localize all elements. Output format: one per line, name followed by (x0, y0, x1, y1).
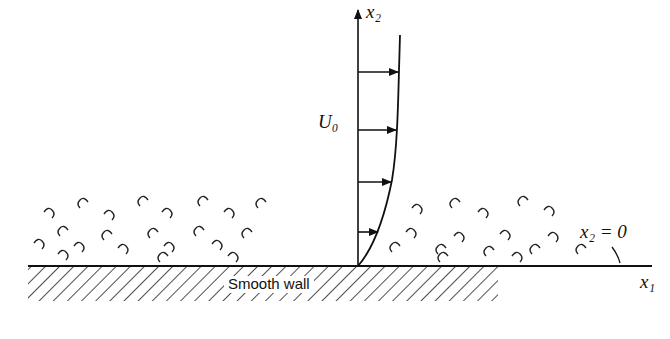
eddy (548, 232, 558, 242)
eddy (194, 226, 204, 236)
velocity-arrow (358, 181, 391, 183)
wall-label: Smooth wall (224, 276, 314, 293)
eddy (164, 242, 174, 252)
eddy (104, 210, 114, 220)
eddy (512, 252, 522, 262)
eddy (438, 252, 448, 262)
velocity-arrow (358, 231, 378, 233)
eddy (212, 240, 222, 250)
velocity-arrow (358, 129, 396, 131)
eddy (58, 250, 68, 260)
eddy (518, 196, 528, 206)
eddy (478, 208, 488, 218)
wall-line (28, 265, 652, 267)
eddy (44, 208, 54, 218)
eddy (406, 228, 416, 238)
eddy (454, 232, 464, 242)
eddy (256, 198, 266, 208)
eddy (450, 198, 460, 208)
eddy (102, 230, 112, 240)
eddy (148, 228, 158, 238)
eddy (500, 230, 510, 240)
eddy (198, 196, 208, 206)
eddy (34, 239, 44, 249)
eddy (158, 252, 168, 262)
eddy (224, 208, 234, 218)
eddy (242, 228, 252, 238)
eddy (412, 204, 422, 214)
eddy (576, 244, 586, 254)
eddy (118, 244, 128, 254)
x2-axis (357, 10, 359, 266)
eddy (228, 252, 238, 262)
eddy (530, 244, 540, 254)
eddies (34, 196, 586, 262)
eddy (74, 242, 84, 252)
eddy (484, 246, 494, 256)
wall-hatching (28, 267, 498, 301)
leader-line (612, 247, 620, 263)
eddy (390, 242, 400, 252)
eddy (162, 208, 172, 218)
eddy (58, 226, 68, 236)
eddy (78, 198, 88, 208)
eddy (544, 206, 554, 216)
velocity-arrow (358, 71, 398, 73)
velocity-label: U₀ (318, 112, 338, 133)
axis-label: x₂ (366, 2, 381, 23)
wall-position-label: x₂ = 0 (580, 222, 627, 243)
velocity-profile (358, 35, 400, 266)
eddy (138, 196, 148, 206)
axis-label: x₁ (640, 272, 655, 293)
